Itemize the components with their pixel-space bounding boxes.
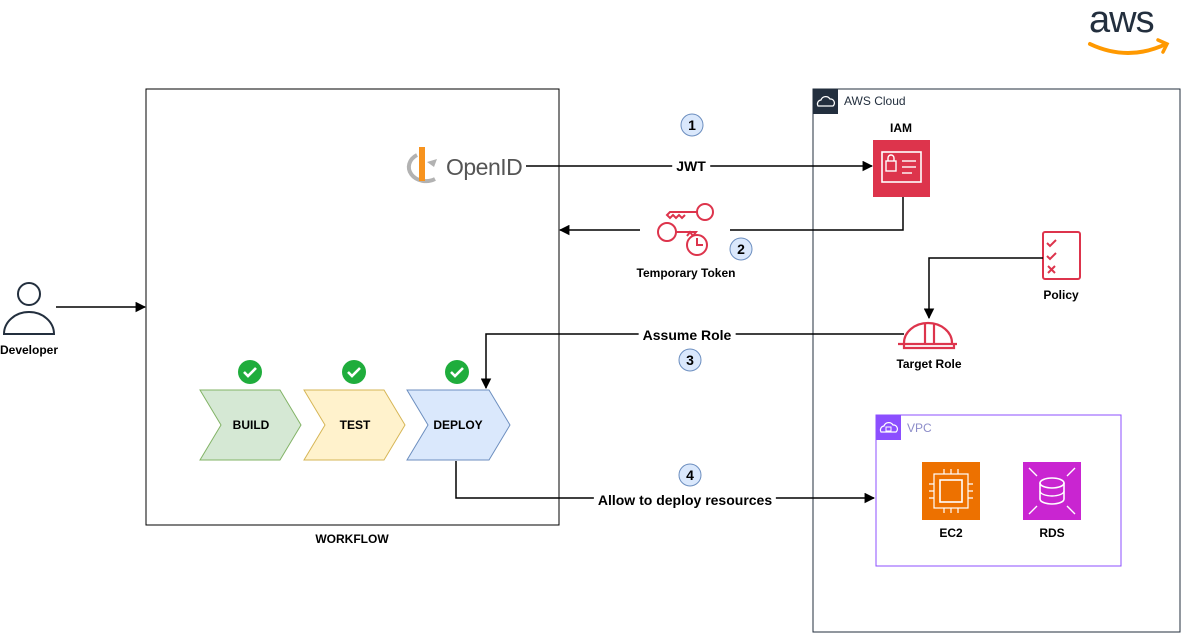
target-role-label: Target Role: [896, 357, 962, 371]
step-3-badge: [678, 348, 702, 372]
developer-icon: [2, 282, 56, 335]
deploy-check-icon: [445, 360, 469, 384]
step-1-number: 1: [688, 117, 696, 133]
rds-icon: [1023, 462, 1081, 520]
developer-label: Developer: [0, 343, 59, 357]
policy-arrow: [923, 257, 1043, 320]
aws-logo: aws: [1089, 0, 1155, 41]
stage-deploy-label: DEPLOY: [433, 418, 483, 432]
stage-test-label: TEST: [339, 418, 371, 432]
stage-build-shape: [199, 389, 302, 461]
policy-label: Policy: [1043, 288, 1079, 302]
policy-icon: [1042, 231, 1081, 280]
openid-logo-icon: [406, 147, 437, 184]
workflow-label: WORKFLOW: [315, 532, 389, 546]
step-3-number: 3: [686, 352, 694, 368]
iam-label: IAM: [890, 121, 912, 135]
stage-build-label: BUILD: [232, 418, 270, 432]
temporary-token-label: Temporary Token: [636, 266, 736, 280]
test-check-icon: [342, 360, 366, 384]
assume-role-arrow: [480, 333, 904, 390]
rds-label: RDS: [1039, 526, 1065, 540]
ec2-icon: [922, 462, 980, 520]
ec2-label: EC2: [939, 526, 963, 540]
aws-cloud-group: [812, 88, 1181, 633]
build-check-icon: [238, 360, 262, 384]
vpc-title: VPC: [907, 421, 932, 435]
iam-icon: [873, 140, 930, 197]
aws-cloud-title: AWS Cloud: [844, 94, 906, 108]
step-4-badge: [678, 463, 702, 487]
stage-test-shape: [303, 389, 406, 461]
stage-deploy-shape: [406, 389, 511, 461]
vpc-cloud-icon: [879, 422, 898, 433]
temporary-token-icon: [640, 200, 730, 260]
cloud-icon: [816, 96, 835, 107]
openid-label: OpenID: [446, 154, 523, 180]
step-2-badge: [729, 237, 753, 261]
step-1-badge: [680, 113, 704, 137]
allow-deploy-label: Allow to deploy resources: [593, 492, 777, 508]
target-role-icon: [898, 321, 957, 350]
aws-smile-icon: [1088, 42, 1168, 55]
token-arrow: [558, 197, 904, 236]
step-4-number: 4: [686, 467, 694, 483]
step-2-number: 2: [737, 241, 745, 257]
vpc-group: [875, 414, 1122, 567]
jwt-label: JWT: [672, 158, 710, 174]
assume-role-label: Assume Role: [638, 327, 736, 343]
